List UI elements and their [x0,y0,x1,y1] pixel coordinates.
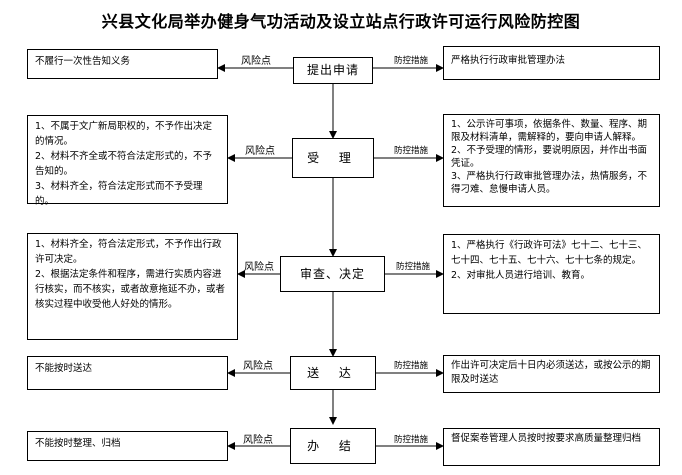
risk-text: 2、材料不齐全或不符合法定形式的，不予告知的。 [35,151,213,177]
risk-text: 3、材料齐全，符合法定形式而不予受理的。 [35,181,203,207]
control-box-complete: 督促案卷管理人员按时按要求高质量整理归档 [443,428,660,466]
control-box-accept: 1、公示许可事项，依据条件、数量、程序、期限及材料清单，需解释的，要向申请人解释… [443,114,660,207]
control-label: 防控措施 [393,435,428,445]
step-apply: 提出申请 [293,57,373,84]
risk-text: 不履行一次性告知义务 [35,56,131,67]
risk-label: 风险点 [243,361,273,372]
step-review-decide: 审查、决定 [280,256,385,292]
control-text: 2、不予受理的情形，要说明原因，并作出书面凭证。 [451,145,648,169]
control-box-apply: 严格执行行政审批管理办法 [443,46,660,80]
control-text: 督促案卷管理人员按时按要求高质量整理归档 [451,433,642,444]
control-text: 3、严格执行行政审批管理办法，热情服务，不得刁难、怠慢申请人员。 [451,171,648,195]
control-box-review: 1、严格执行《行政许可法》七十二、七十三、七十四、七十五、七十六、七十七条的规定… [443,234,660,314]
risk-label: 风险点 [244,262,274,273]
risk-box-deliver: 不能按时送达 [27,356,228,390]
risk-text: 1、材料齐全，符合法定形式，不予作出行政许可决定。 [35,239,222,265]
control-box-deliver: 作出许可决定后十日内必须送达，或按公示的期限及时送达 [443,355,660,393]
control-label: 防控措施 [393,146,428,156]
control-text: 作出许可决定后十日内必须送达，或按公示的期限及时送达 [451,360,651,385]
risk-box-accept: 1、不属于文广新局职权的，不予作出决定的情况。 2、材料不齐全或不符合法定形式的… [27,115,228,207]
control-label: 防控措施 [393,361,428,371]
step-deliver: 送 达 [290,356,376,390]
step-accept: 受 理 [292,138,374,178]
step-complete: 办 结 [290,428,376,464]
risk-box-review: 1、材料齐全，符合法定形式，不予作出行政许可决定。 2、根据法定条件和程序，需进… [27,233,238,340]
risk-box-complete: 不能按时整理、归档 [27,431,228,461]
control-label: 防控措施 [395,262,430,272]
control-label: 防控措施 [393,56,428,66]
risk-label: 风险点 [245,146,275,157]
risk-text: 1、不属于文广新局职权的，不予作出决定的情况。 [35,121,213,147]
risk-text: 不能按时送达 [35,363,93,374]
risk-text: 不能按时整理、归档 [35,438,121,449]
control-text: 2、对审批人员进行培训、教育。 [451,270,591,281]
control-text: 1、严格执行《行政许可法》七十二、七十三、七十四、七十五、七十六、七十七条的规定… [451,240,648,266]
risk-box-apply: 不履行一次性告知义务 [27,49,218,79]
risk-label: 风险点 [241,56,271,67]
risk-label: 风险点 [243,435,273,446]
diagram-title: 兴县文化局举办健身气功活动及设立站点行政许可运行风险防控图 [101,12,581,31]
control-text: 1、公示许可事项，依据条件、数量、程序、期限及材料清单，需解释的，要向申请人解释… [451,119,648,143]
control-text: 严格执行行政审批管理办法 [451,55,566,66]
risk-text: 2、根据法定条件和程序，需进行实质内容进行核实，而不核实，或者故意拖延不办，或者… [35,269,226,310]
